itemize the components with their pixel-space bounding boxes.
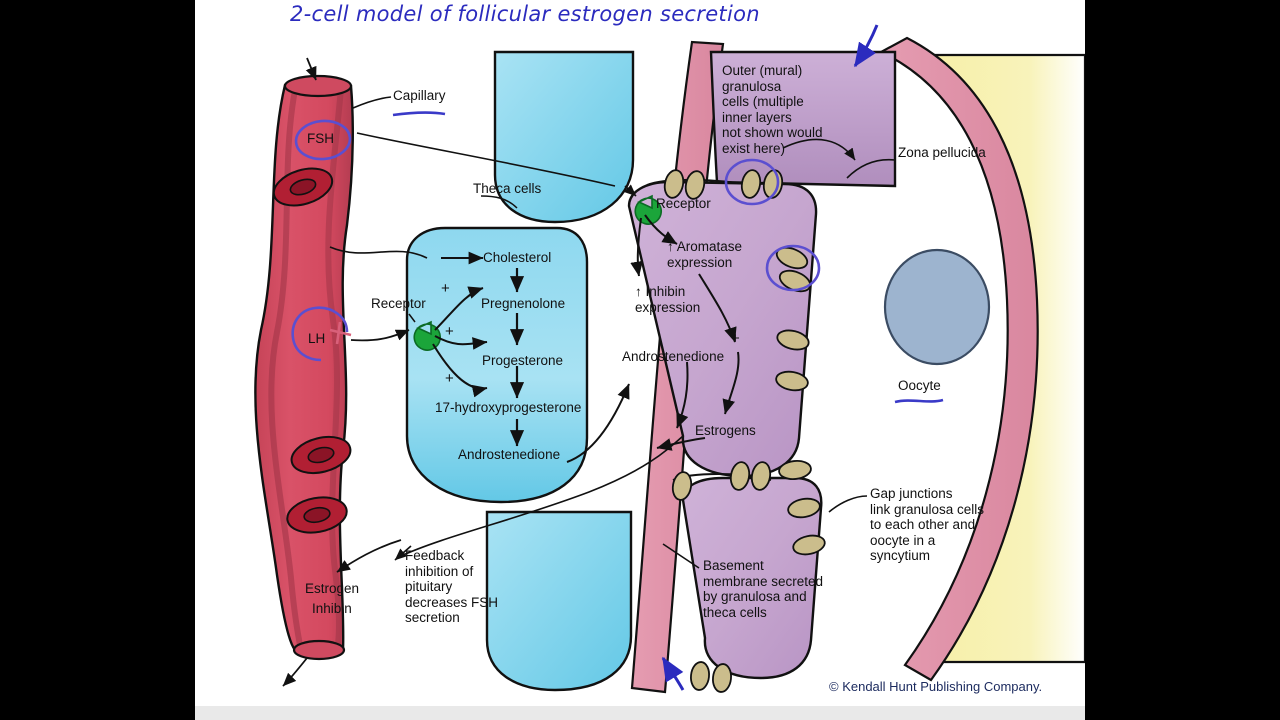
gap-junction-zona-single-4 [787, 497, 821, 519]
gap-junction-oval-1 [663, 169, 685, 199]
diagram-artwork [254, 24, 1085, 694]
arrow-aromatase-to-plus [698, 273, 737, 343]
leader-zona [846, 158, 896, 179]
gap-junction-zona-single-1 [776, 329, 810, 351]
gap-junction-oval-3 [740, 169, 762, 199]
theca-cell-main [405, 226, 589, 504]
gap-junction-zona-single-3 [778, 459, 812, 481]
arrow-andro-transfer [566, 383, 630, 463]
label-receptor-theca: Receptor [371, 296, 426, 311]
label-estrogens: Estrogens [695, 423, 756, 438]
blue-arrow-top-right [853, 24, 879, 68]
oocyte-nucleus [883, 248, 991, 366]
label-inhibin-expression: ↑ Inhibin expression [635, 284, 701, 315]
arrow-plus-1 [434, 286, 484, 331]
label-androstenedione-theca: Androstenedione [458, 447, 561, 462]
gap-junction-oval-9 [712, 663, 732, 693]
red-blood-cell-3 [286, 496, 348, 534]
arrow-into-capillary [305, 57, 317, 81]
blue-underline-capillary [392, 111, 446, 117]
gap-junction-oval-6 [729, 461, 751, 491]
capillary-top-opening [283, 74, 353, 98]
arrow-estrogens-left [656, 437, 706, 451]
label-lh: LH [308, 331, 326, 346]
letterbox-left [0, 0, 195, 720]
zona-pellucida-band [878, 36, 1039, 682]
plus-sign-granulosa: + [731, 330, 740, 347]
label-aromatase-expression: ↑ Aromatase expression [667, 239, 743, 270]
leader-theca-cells [480, 195, 518, 209]
label-inhibin: Inhibin [312, 601, 352, 616]
label-cholesterol: Cholesterol [483, 250, 552, 265]
gap-junction-zona-single-5 [792, 534, 826, 556]
label-oocyte: Oocyte [898, 378, 941, 393]
label-androstenedione-granulosa: Androstenedione [622, 349, 725, 364]
plus-sign-3: + [445, 370, 454, 387]
leader-receptor-theca [408, 313, 416, 323]
arrow-estrogen-inhibin-in [336, 539, 402, 573]
blue-arrow-bottom [661, 656, 685, 691]
path-fsh-to-granulosa [356, 132, 616, 187]
blue-circle-fsh [294, 119, 352, 161]
blue-circle-gap-junction-upper [724, 158, 780, 206]
receptor-theca-icon [413, 320, 441, 351]
gap-junction-oval-2 [684, 170, 706, 200]
arrow-capillary-outflow [282, 657, 308, 687]
capillary-bottom-opening [292, 639, 346, 661]
label-estrogen: Estrogen [305, 581, 360, 596]
theca-cell-upper [493, 50, 635, 224]
copyright-notice: © Kendall Hunt Publishing Company. [829, 679, 1043, 694]
leader-capillary [352, 96, 392, 109]
letterbox-right [1085, 0, 1280, 720]
label-17-hydroxyprogesterone: 17-hydroxyprogesterone [435, 400, 582, 415]
red-blood-cell-1 [272, 167, 334, 207]
blue-underline-oocyte [894, 398, 944, 404]
label-theca-cells: Theca cells [473, 181, 542, 196]
label-gap-junctions: Gap junctions link granulosa cells to ea… [870, 486, 985, 563]
leader-basement-membrane [662, 543, 700, 569]
leader-outer-granulosa [782, 138, 856, 161]
gap-junction-oval-5 [671, 471, 693, 501]
label-capillary: Capillary [393, 88, 446, 103]
label-outer-granulosa-cells: Outer (mural) granulosa cells (multiple … [722, 63, 823, 156]
arrow-feedback-tip [394, 545, 412, 561]
arrow-receptor-to-inhibin [630, 217, 643, 277]
label-receptor-granulosa: Receptor [656, 196, 711, 211]
leader-gap-junctions [828, 495, 868, 513]
gap-junction-oval-8 [690, 661, 710, 691]
label-feedback-inhibition: Feedback inhibition of pituitary decreas… [405, 548, 499, 625]
player-bottom-strip [195, 706, 1085, 720]
arrow-plus-2 [434, 335, 488, 350]
theca-cell-lower [485, 510, 633, 692]
gap-junction-zona-single-2 [775, 370, 809, 392]
plus-sign-1: + [441, 280, 450, 297]
label-basement-membrane: Basement membrane secreted by granulosa … [703, 558, 824, 620]
arrow-receptor-to-aromatase [644, 214, 678, 245]
leader-feedback [400, 435, 684, 557]
arrow-fsh-tip [624, 184, 637, 197]
blue-plus-lh [329, 321, 352, 345]
blue-circle-lh [291, 306, 349, 362]
diagram-canvas: 2-cell model of follicular estrogen secr… [195, 0, 1085, 706]
arrow-plus-to-estrogens [722, 351, 740, 415]
label-zona-pellucida: Zona pellucida [898, 145, 986, 160]
gap-junction-oval-7 [750, 461, 772, 491]
leader-wavy-theca [329, 246, 428, 259]
label-pregnenolone: Pregnenolone [481, 296, 566, 311]
receptor-granulosa-icon [634, 194, 662, 225]
label-fsh: FSH [307, 131, 334, 146]
gap-junction-zona-pair-upper [775, 246, 812, 293]
plus-sign-2: + [445, 323, 454, 340]
page-title: 2-cell model of follicular estrogen secr… [290, 2, 760, 26]
arrow-inhibin-down [676, 361, 689, 429]
arrow-plus-3 [432, 343, 488, 398]
blue-circle-gap-junction-lower [765, 244, 821, 292]
arrow-lh-to-receptor [350, 329, 410, 342]
red-blood-cell-2 [290, 435, 352, 475]
label-progesterone: Progesterone [482, 353, 564, 368]
